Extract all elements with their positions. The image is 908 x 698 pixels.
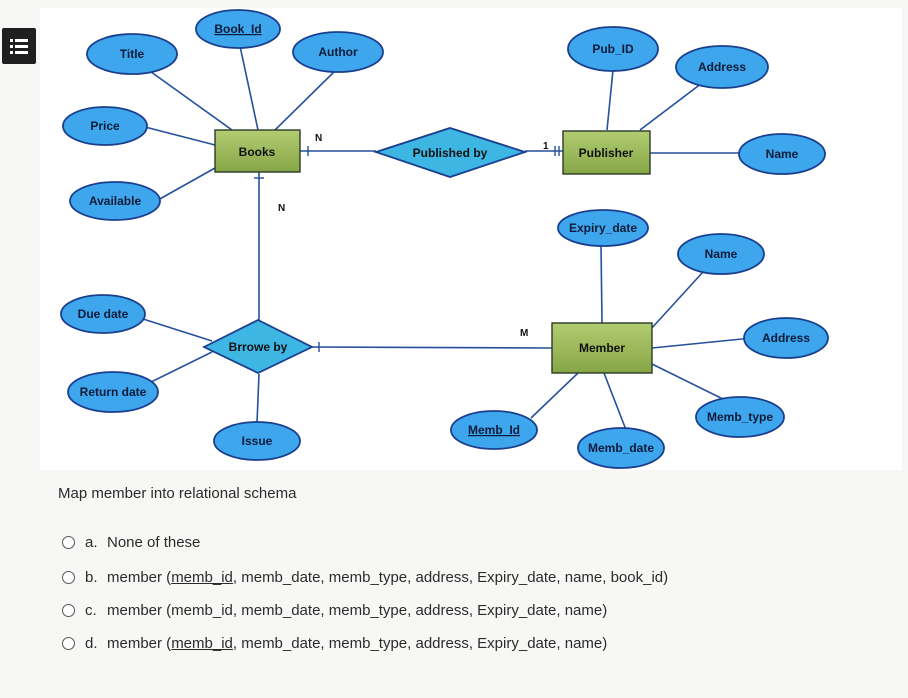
option-text-prefix: member ( [107, 634, 172, 652]
attr-available: Available [89, 194, 142, 208]
attr-return-date: Return date [80, 385, 147, 399]
cardinality-publisher-published: 1 [543, 141, 549, 152]
option-key: memb_id [171, 568, 233, 586]
option-text: None of these [107, 533, 201, 551]
attr-memb-type: Memb_type [707, 410, 773, 424]
radio-circle-icon[interactable] [62, 603, 75, 617]
option-d[interactable]: d. member (memb_id, memb_date, memb_type… [62, 632, 607, 654]
attr-pub-id-shape [567, 26, 659, 72]
option-text: member (memb_id, memb_date, memb_type, a… [107, 601, 608, 619]
option-text-rest: , memb_date, memb_type, address, Expiry_… [232, 568, 669, 586]
attr-issue: Issue [242, 434, 273, 448]
option-letter: d. [85, 634, 98, 652]
attr-due-date-shape [60, 294, 146, 334]
attr-member-address-shape [743, 317, 829, 359]
entity-books: Books [239, 145, 276, 159]
attr-title-shape [86, 33, 178, 75]
attr-publisher-name-shape [738, 133, 826, 175]
attr-memb-id: Memb_Id [468, 423, 520, 437]
cardinality-member-borrow: M [520, 328, 528, 339]
relationship-brrowe-by: Brrowe by [229, 340, 288, 354]
attr-memb-date-shape [577, 427, 665, 469]
attr-price: Price [90, 119, 120, 133]
attr-issue-shape [213, 421, 301, 461]
option-letter: c. [85, 601, 97, 619]
cardinality-books-published: N [315, 133, 322, 144]
attr-expiry-date: Expiry_date [569, 221, 637, 235]
option-key: memb_id [171, 634, 233, 652]
er-diagram: N 1 N M Book_Id Title Author Pr [60, 9, 829, 469]
list-icon [9, 36, 29, 56]
attr-author: Author [318, 45, 358, 59]
option-text-prefix: member ( [107, 568, 172, 586]
attr-book-id: Book_Id [214, 22, 261, 36]
relationship-published-by: Published by [413, 146, 488, 160]
attr-publisher-address: Address [698, 60, 746, 74]
attr-member-name: Name [705, 247, 738, 261]
attr-memb-type-shape [695, 396, 785, 438]
option-letter: b. [85, 568, 98, 586]
radio-circle-icon[interactable] [62, 535, 75, 549]
question-text: Map member into relational schema [58, 485, 297, 502]
attr-price-shape [62, 106, 148, 146]
option-b[interactable]: b. member (memb_id, memb_date, memb_type… [62, 566, 668, 588]
relationship-brrowe-by-shape [201, 318, 315, 374]
attr-expiry-date-shape [557, 209, 649, 247]
entity-member-shape [551, 322, 653, 374]
attr-pub-id: Pub_ID [592, 42, 634, 56]
attr-return-date-shape [67, 371, 159, 413]
radio-circle-icon[interactable] [62, 570, 75, 584]
option-a[interactable]: a. None of these [62, 531, 200, 553]
attr-memb-id-shape [450, 410, 538, 450]
entity-member: Member [579, 341, 625, 355]
attr-publisher-name: Name [766, 147, 799, 161]
entity-books-shape [214, 129, 301, 173]
entity-publisher: Publisher [579, 146, 634, 160]
attr-due-date: Due date [78, 307, 129, 321]
option-text-rest: , memb_date, memb_type, address, Expiry_… [232, 634, 608, 652]
attr-author-shape [292, 31, 384, 73]
relationship-published-by-shape [373, 127, 528, 178]
attr-book-id-shape [195, 9, 281, 49]
entity-publisher-shape [562, 130, 651, 175]
attr-member-address: Address [762, 331, 810, 345]
attr-publisher-address-shape [675, 45, 769, 89]
attr-member-name-shape [677, 233, 765, 275]
attr-available-shape [69, 181, 161, 221]
attr-title: Title [120, 47, 145, 61]
attr-memb-date: Memb_date [588, 441, 654, 455]
menu-button[interactable] [2, 28, 36, 64]
radio-circle-icon[interactable] [62, 636, 75, 650]
option-c[interactable]: c. member (memb_id, memb_date, memb_type… [62, 599, 607, 621]
option-letter: a. [85, 533, 98, 551]
cardinality-books-borrow: N [278, 203, 285, 214]
